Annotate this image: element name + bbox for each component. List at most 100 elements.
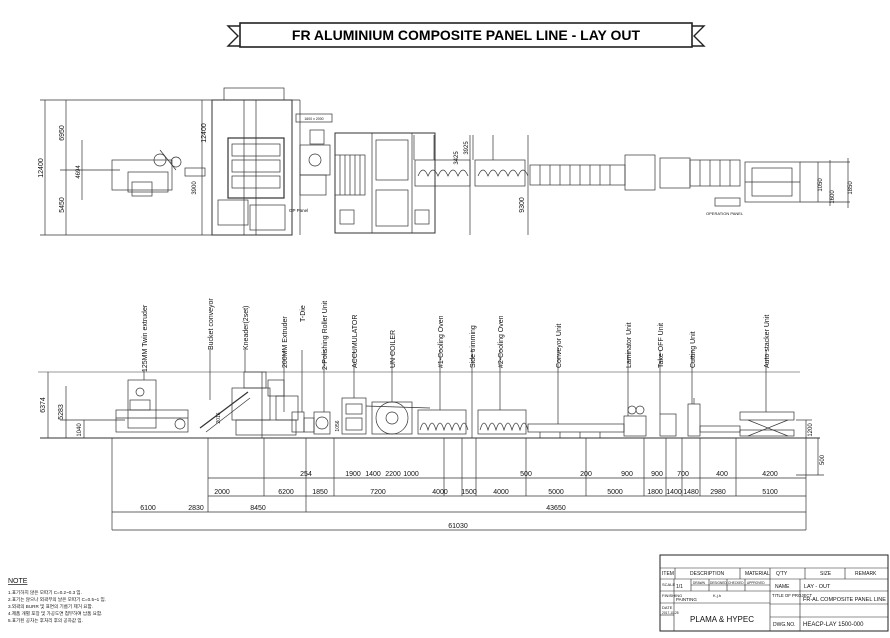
- unit-label: 125MM Twin extruder: [142, 304, 149, 372]
- scale-value: 1/1: [676, 584, 683, 590]
- elev-row3-dim: 8450: [250, 505, 266, 512]
- drawer-name: K.j.h: [713, 593, 721, 598]
- header-size: SIZE: [820, 571, 832, 577]
- notes-title: NOTE: [8, 578, 28, 585]
- plan-dim-9300: 9300: [519, 197, 526, 213]
- note-line: 1.표기하지 않은 모따기 C=0.2~0.3 임.: [8, 589, 82, 596]
- plan-dim-12400-mid: 12400: [201, 123, 208, 143]
- unit-label: Auto stacker Unit: [764, 315, 771, 368]
- unit-label: UN COILER: [390, 330, 397, 368]
- elev-total-dim: 61030: [448, 523, 468, 530]
- note-line: 2.표기는 않으나 외곽부의 날은 모따기 C=0.5~1 임.: [8, 596, 106, 603]
- unit-label: 2-Polishing Roller Unit: [322, 301, 329, 370]
- elev-row1-dim: 4200: [762, 471, 778, 478]
- plan-dim-3900: 3900: [192, 181, 198, 195]
- date-value: 2017-11-25: [662, 611, 679, 615]
- elev-dim-2016: 2016: [216, 412, 222, 423]
- dwg-label: DWG.NO.: [773, 622, 796, 628]
- unit-label: #2-Cooling Oven: [498, 315, 505, 368]
- unit-label: Bucket conveyor: [208, 298, 215, 350]
- elev-row1-dim: 1400: [365, 471, 381, 478]
- elevation-dimension-labels: 6374 5283 1040 2016 1056 1200 500 254 19…: [40, 397, 826, 530]
- title-block-text: ITEM DESCRIPTION MATERIAL Q'TY SIZE REMA…: [662, 571, 886, 628]
- notes-block: NOTE 1.표기하지 않은 모따기 C=0.2~0.3 임. 2.표기는 않으…: [8, 578, 106, 624]
- elev-row3-dim: 43650: [546, 505, 566, 512]
- dwg-value: HEACP-LAY 1500-000: [803, 622, 864, 628]
- elev-row2-dim: 2000: [214, 489, 230, 496]
- note-line: 5.표기된 공차는 후처리 후의 공차값 임.: [8, 617, 83, 624]
- date-label: DATE: [662, 605, 673, 610]
- elev-dim-5283: 5283: [58, 404, 65, 420]
- finishing-label: FINISHING: [662, 593, 682, 598]
- header-item: ITEM: [662, 571, 674, 577]
- elev-row1-dim: 500: [520, 471, 532, 478]
- plan-dim-1850: 1850: [848, 181, 854, 195]
- elev-row3-dim: 2830: [188, 505, 204, 512]
- elev-row1-dim: 200: [580, 471, 592, 478]
- unit-label: ACCUMULATOR: [352, 315, 359, 368]
- plan-box-label: 1600 x 2000: [304, 117, 323, 121]
- header-qty: Q'TY: [776, 571, 788, 577]
- elev-row2-dim: 6200: [278, 489, 294, 496]
- plan-dim-5450: 5450: [59, 197, 66, 213]
- elev-row2-dim: 1800: [647, 489, 663, 496]
- unit-label: Side trimming: [470, 325, 477, 368]
- gp-panel-label: GP Panel: [289, 208, 308, 213]
- drawing-title: FR ALUMINIUM COMPOSITE PANEL LINE - LAY …: [292, 27, 641, 43]
- elev-row2-dim: 1400: [666, 489, 682, 496]
- plan-view: 1600 x 2000: [40, 87, 850, 236]
- name-value: LAY - OUT: [804, 584, 831, 590]
- elev-row1-dim: 700: [677, 471, 689, 478]
- elev-row1-dim: 400: [716, 471, 728, 478]
- elev-row2-dim: 1480: [683, 489, 699, 496]
- elev-dim-1056: 1056: [335, 420, 341, 431]
- plan-dim-3925: 3925: [464, 141, 470, 155]
- elev-row2-dim: 7200: [370, 489, 386, 496]
- finishing-value: PAINTING: [676, 597, 697, 602]
- note-line: 3.외곽의 BURR 및 표면의 기름기 제거 요함.: [8, 603, 93, 610]
- elev-row3-dim: 6100: [140, 505, 156, 512]
- elev-row1-dim: 254: [300, 471, 312, 478]
- note-line: 4.제품 개별 포장 및 가공도면 첨부하여 납품 요함.: [8, 610, 102, 617]
- unit-label: Laminator Unit: [626, 322, 633, 368]
- project-value: FR-AL COMPOSITE PANEL LINE: [803, 597, 886, 603]
- unit-label: Conveyor Unit: [556, 324, 563, 368]
- operation-panel-label: OPERATION PANEL: [706, 211, 744, 216]
- company-name: PLAMA & HYPEC: [690, 615, 754, 624]
- drawn-label: DRAWN: [693, 581, 706, 585]
- designed-label: DESIGNED: [710, 581, 727, 585]
- elev-row2-dim: 5000: [607, 489, 623, 496]
- elev-row2-dim: 1500: [461, 489, 477, 496]
- unit-label: Cutting Unit: [690, 331, 697, 368]
- unit-label: Kneader(2set): [243, 306, 250, 350]
- plan-dim-4694: 4694: [76, 165, 82, 179]
- plan-dim-6950: 6950: [59, 125, 66, 141]
- plan-dim-1600: 1600: [830, 190, 836, 204]
- plan-dim-12400-left: 12400: [38, 158, 45, 178]
- scale-label: SCALE: [662, 582, 675, 587]
- header-material: MATERIAL: [745, 571, 770, 577]
- elev-row2-dim: 5100: [762, 489, 778, 496]
- header-description: DESCRIPTION: [690, 571, 725, 577]
- unit-label: T-Die: [300, 305, 307, 322]
- elev-dim-1200: 1200: [808, 423, 814, 437]
- approved-label: APPROVED: [747, 581, 765, 585]
- title-banner: FR ALUMINIUM COMPOSITE PANEL LINE - LAY …: [226, 22, 706, 48]
- elev-dim-6374: 6374: [40, 397, 47, 413]
- project-label: TITLE OF PROJECT: [772, 593, 812, 598]
- elev-row2-dim: 2980: [710, 489, 726, 496]
- unit-label: #1-Cooling Oven: [438, 315, 445, 368]
- elev-row2-dim: 5000: [548, 489, 564, 496]
- elev-row1-dim: 900: [621, 471, 633, 478]
- header-remark: REMARK: [855, 571, 877, 577]
- elev-dim-500: 500: [820, 454, 826, 465]
- plan-dimension-labels: 12400 6950 5450 4694 12400 3900 3425 392…: [38, 123, 854, 216]
- elev-dim-1040: 1040: [77, 423, 83, 437]
- unit-label: 200MM Extruder: [282, 316, 289, 368]
- elev-row2-dim: 4000: [493, 489, 509, 496]
- plan-dim-3425: 3425: [454, 151, 460, 165]
- plan-dim-1050: 1050: [818, 178, 824, 192]
- unit-label: Take OFF Unit: [658, 323, 665, 368]
